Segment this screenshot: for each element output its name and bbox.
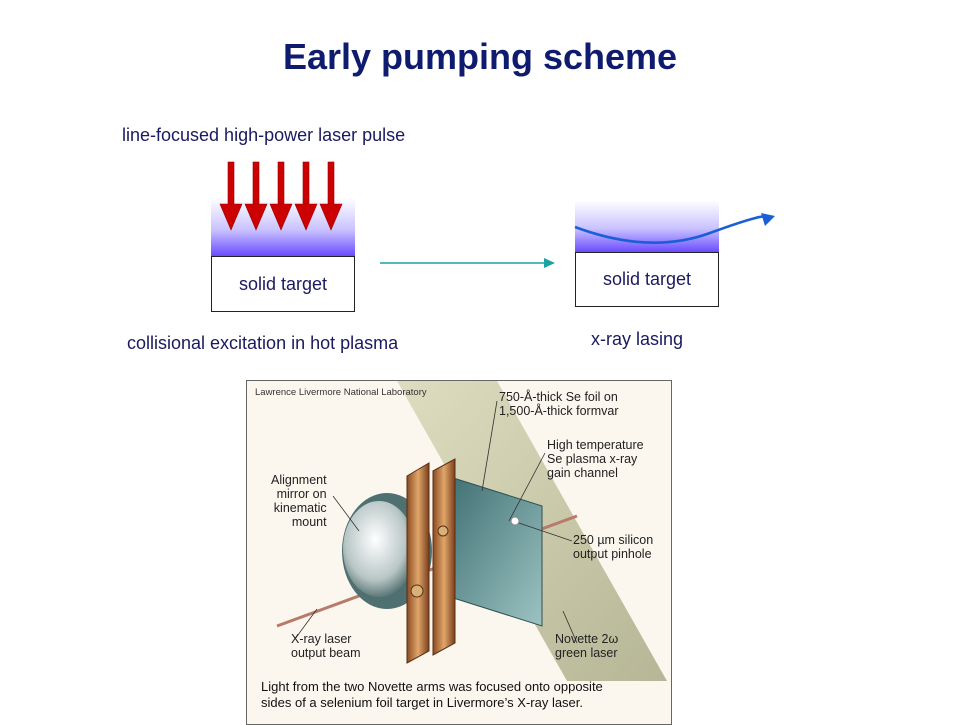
- photo-caption: Light from the two Novette arms was focu…: [261, 679, 603, 711]
- frame-right: [432, 458, 456, 656]
- callout-pinhole: 250 µm silicon output pinhole: [573, 533, 654, 561]
- slide-title: Early pumping scheme: [282, 36, 678, 77]
- callout-green-laser: Novette 2ω green laser: [555, 632, 619, 660]
- callout-foil: 750-Å-thick Se foil on 1,500-Å-thick for…: [499, 390, 619, 418]
- pump-arrow-5: [319, 161, 343, 231]
- right-target-label: solid target: [602, 269, 692, 289]
- callout-mirror: Alignment mirror on kinematic mount: [271, 473, 327, 529]
- pump-arrows: [219, 161, 343, 231]
- right-solid-target: solid target: [575, 252, 719, 307]
- left-caption: collisional excitation in hot plasma: [127, 333, 399, 353]
- pump-arrow-1: [219, 161, 243, 231]
- lab-illustration: Lawrence Livermore National Laboratory 7…: [246, 380, 672, 725]
- pump-arrow-4: [294, 161, 318, 231]
- left-solid-target: solid target: [211, 256, 355, 312]
- xray-beam-arrow: [574, 213, 775, 244]
- pump-label: line-focused high-power laser pulse: [122, 125, 406, 145]
- transition-arrow: [380, 258, 555, 268]
- callout-output-beam: X-ray laser output beam: [291, 632, 361, 660]
- pump-arrow-3: [269, 161, 293, 231]
- right-caption: x-ray lasing: [591, 329, 684, 349]
- apparatus-drawing: [276, 381, 667, 681]
- left-target-label: solid target: [238, 273, 328, 294]
- photo-header: Lawrence Livermore National Laboratory: [255, 387, 427, 398]
- callout-gain-channel: High temperature Se plasma x-ray gain ch…: [547, 438, 644, 480]
- alignment-mirror: [343, 501, 415, 597]
- frame-left: [406, 462, 430, 664]
- pump-arrow-2: [244, 161, 268, 231]
